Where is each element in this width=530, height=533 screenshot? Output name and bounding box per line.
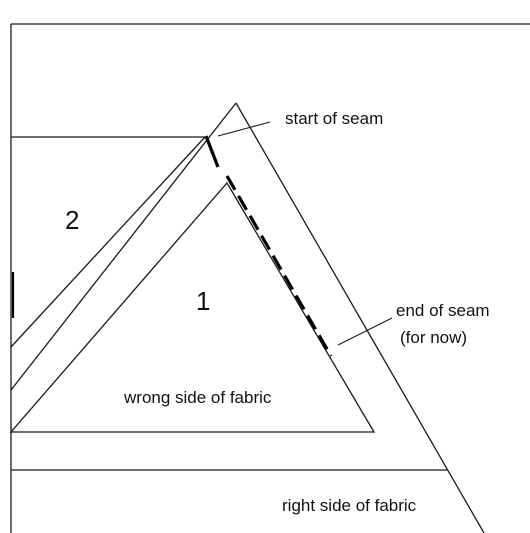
piece-2-number: 2 xyxy=(65,205,79,235)
start-of-seam-label: start of seam xyxy=(285,109,383,128)
start-of-seam-leader xyxy=(217,121,271,137)
end-of-seam-label: end of seam xyxy=(396,301,490,320)
outer-triangle-left-edge xyxy=(10,102,237,391)
right-side-label: right side of fabric xyxy=(282,496,417,515)
end-of-seam-leader xyxy=(337,317,393,346)
seam xyxy=(204,135,333,357)
piece-1-number: 1 xyxy=(196,286,210,316)
seam-dashed-line xyxy=(225,175,333,357)
wrong-side-label: wrong side of fabric xyxy=(123,388,272,407)
outer-triangle-right-edge xyxy=(235,102,485,533)
piece-2-outline xyxy=(10,136,206,348)
piece-2-diagonal-edge xyxy=(10,136,206,348)
outer-triangle xyxy=(10,102,485,533)
leader-lines xyxy=(217,121,393,346)
end-of-seam-note: (for now) xyxy=(400,328,467,347)
page-border xyxy=(10,23,530,533)
piece-1-triangle xyxy=(9,181,376,433)
seam-start-segment xyxy=(204,135,220,168)
